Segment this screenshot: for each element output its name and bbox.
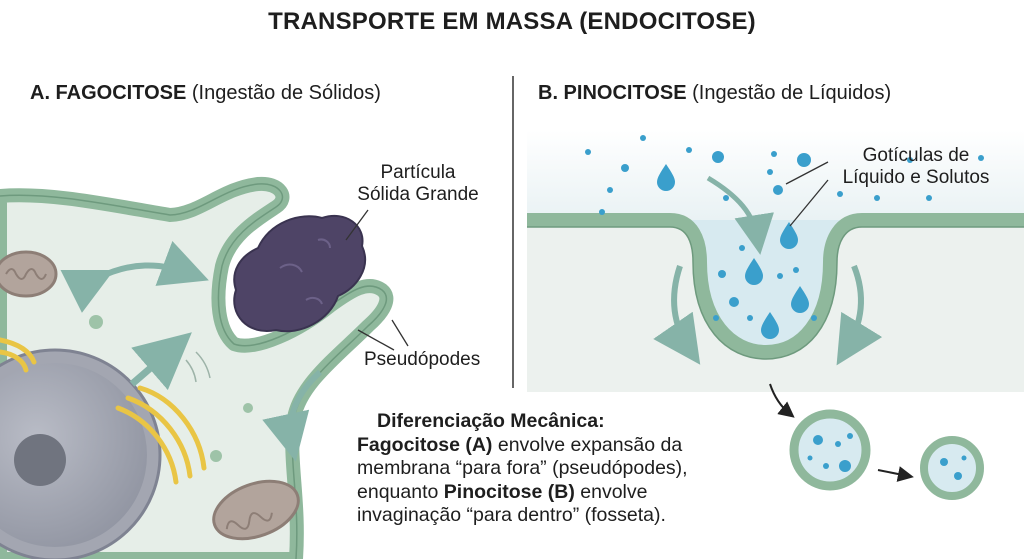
particle-label: Partícula Sólida Grande xyxy=(332,162,504,206)
vesicle xyxy=(89,315,103,329)
vesicle xyxy=(243,403,253,413)
note-title: Diferenciação Mecânica: xyxy=(377,410,605,432)
note-line-3-pre: enquanto xyxy=(357,480,444,503)
diagram-title: TRANSPORTE EM MASSA (ENDOCITOSE) xyxy=(268,8,756,35)
membrane-expansion-arrow xyxy=(60,241,209,313)
panel-divider xyxy=(512,76,514,388)
particle-leader-line xyxy=(345,209,369,241)
panel-a-heading-rest: (Ingestão de Sólidos) xyxy=(186,82,381,104)
pinocytic-vesicle-small xyxy=(920,436,984,500)
phagocytosis-cell xyxy=(0,176,394,559)
fluid-droplets xyxy=(585,135,984,249)
vesicle-formation-arrow xyxy=(769,383,795,418)
particle-label-line1: Partícula xyxy=(380,162,456,183)
nucleus xyxy=(0,348,162,559)
note-line-2: membrana “para fora” (pseudópodes), xyxy=(357,457,688,479)
panel-b-heading: B. PINOCITOSE (Ingestão de Líquidos) xyxy=(538,82,891,105)
droplet-leader-line xyxy=(789,179,829,227)
particle-label-line2: Sólida Grande xyxy=(357,184,479,205)
mechanical-difference-note: Diferenciação Mecânica: Fagocitose (A) e… xyxy=(357,410,757,528)
pseudopod-leader-line xyxy=(391,319,409,347)
golgi-apparatus xyxy=(0,337,207,485)
pinocytic-vesicle-large xyxy=(789,409,871,491)
invagination-arrow-right xyxy=(836,264,883,366)
vesicle-release-arrow xyxy=(877,466,914,482)
fluid-intake-arrow xyxy=(706,175,774,255)
motion-streak xyxy=(195,351,211,379)
invagination-arrow-left xyxy=(653,265,701,365)
droplets-label-line1: Gotículas de xyxy=(862,145,970,166)
note-line-3: enquanto Pinocitose (B) envolve xyxy=(357,481,757,505)
note-line-4: invaginação “para dentro” (fosseta). xyxy=(357,504,666,526)
inward-motion-arrow xyxy=(129,332,192,391)
droplets-label: Gotículas de Líquido e Solutos xyxy=(826,145,1006,189)
panel-a-heading: A. FAGOCITOSE (Ingestão de Sólidos) xyxy=(30,82,381,105)
pit-droplets xyxy=(713,245,817,339)
note-line-1: Fagocitose (A) envolve expansão da xyxy=(357,434,757,458)
vesicle xyxy=(210,450,222,462)
panel-b-heading-rest: (Ingestão de Líquidos) xyxy=(686,82,892,104)
droplet-leader-line xyxy=(785,161,829,185)
droplets-label-line2: Líquido e Solutos xyxy=(842,167,990,188)
note-line-1-rest: envolve expansão da xyxy=(492,433,683,456)
note-line-3-rest: envolve xyxy=(574,480,648,503)
pseudopod-leader-line xyxy=(357,329,395,351)
pseudopods-label: Pseudópodes xyxy=(364,349,481,370)
note-line-3-bold: Pinocitose (B) xyxy=(443,480,575,503)
solid-particle xyxy=(233,215,367,333)
pseudopod-wrap-arrow xyxy=(262,369,323,462)
mitochondrion-bottom xyxy=(212,479,300,541)
panel-a-heading-bold: A. FAGOCITOSE xyxy=(30,82,187,104)
mitochondrion-left xyxy=(0,250,58,298)
note-line-1-bold: Fagocitose (A) xyxy=(357,433,493,456)
panel-b-heading-bold: B. PINOCITOSE xyxy=(538,82,687,104)
particle-texture xyxy=(279,238,331,305)
